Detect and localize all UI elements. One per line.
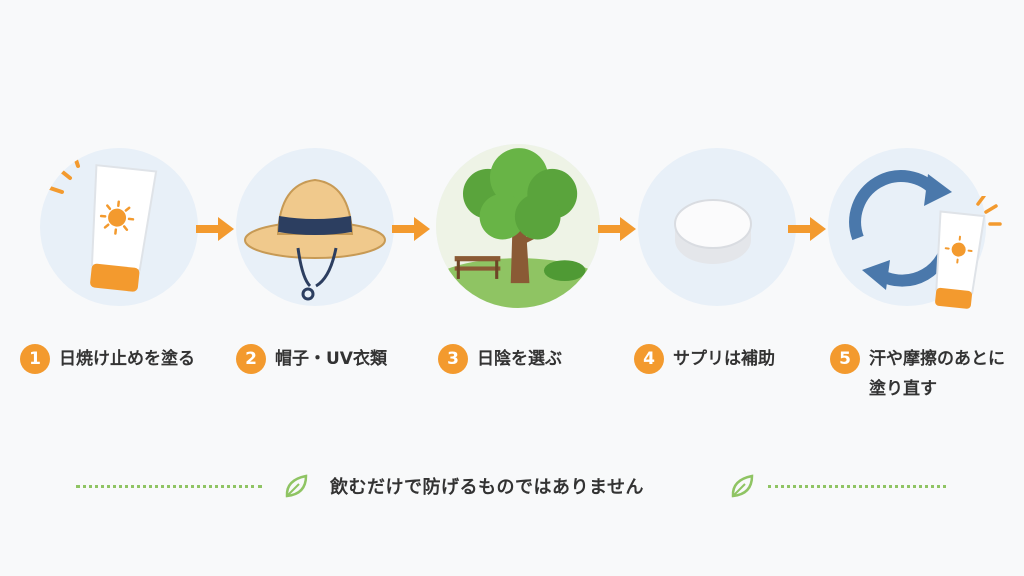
step-number-badge: 2	[236, 344, 266, 374]
step-3-illustration	[436, 144, 600, 308]
step-label-line1: 汗や摩擦のあとに	[869, 349, 1005, 369]
sunscreen-icon	[935, 196, 1002, 309]
step-number-badge: 4	[634, 344, 664, 374]
leaf-icon	[285, 474, 308, 498]
step-4-label: 4 サプリは補助	[634, 344, 775, 374]
step-2-label: 2 帽子・UV衣類	[236, 344, 387, 374]
arrow-right-icon	[598, 217, 636, 241]
dotted-divider	[768, 485, 946, 488]
step-number-badge: 5	[830, 344, 860, 374]
tree-shade-icon	[436, 144, 600, 308]
step-2-illustration	[236, 148, 394, 306]
step-number-badge: 1	[20, 344, 50, 374]
step-label-text: 帽子・UV衣類	[275, 349, 387, 369]
footer-text: 飲むだけで防げるものではありません	[330, 477, 644, 498]
step-label-text: 日陰を選ぶ	[477, 349, 562, 369]
footer-note: 飲むだけで防げるものではありません	[0, 466, 1024, 506]
sun-hat-icon	[244, 178, 386, 301]
step-label-line2: 塗り直す	[869, 379, 937, 399]
arrow-right-icon	[392, 217, 430, 241]
step-label-text: 汗や摩擦のあとに 塗り直す	[869, 344, 1005, 404]
arrow-right-icon	[788, 217, 826, 241]
step-number-badge: 3	[438, 344, 468, 374]
supplement-pill-icon	[674, 199, 752, 264]
leaf-icon	[731, 474, 754, 498]
sunscreen-icon	[48, 152, 158, 292]
step-3-label: 3 日陰を選ぶ	[438, 344, 562, 374]
step-1-label: 1 日焼け止めを塗る	[20, 344, 195, 374]
step-1-illustration	[40, 148, 198, 306]
step-5-label: 5 汗や摩擦のあとに 塗り直す	[830, 344, 1005, 404]
dotted-divider	[76, 485, 262, 488]
step-4-illustration	[638, 148, 796, 306]
step-label-text: サプリは補助	[673, 349, 775, 369]
step-label-text: 日焼け止めを塗る	[59, 349, 195, 369]
arrow-right-icon	[196, 217, 234, 241]
